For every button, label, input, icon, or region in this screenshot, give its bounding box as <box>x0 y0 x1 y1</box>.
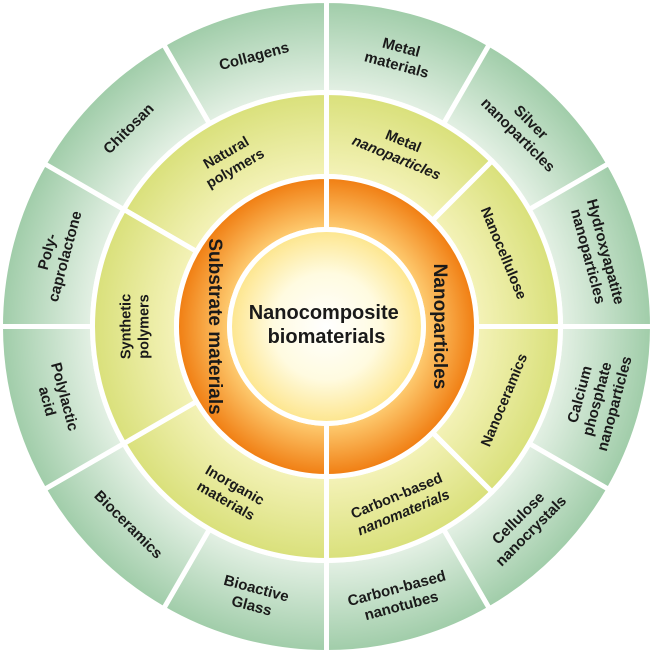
inner-label-nanoparticles: Nanoparticles <box>429 264 450 390</box>
inner-labels: Substrate materials Nanoparticles <box>204 238 450 414</box>
middle-label-line: Synthetic <box>119 294 135 359</box>
center-title-line2: biomaterials <box>268 326 386 348</box>
middle-label-line: polymers <box>137 294 153 358</box>
middle-ring <box>90 90 563 563</box>
center-title-line1: Nanocomposite <box>249 302 399 324</box>
inner-label-substrate-materials: Substrate materials <box>204 238 225 414</box>
center-title: Nanocomposite biomaterials <box>249 302 405 348</box>
center-core <box>227 227 426 426</box>
